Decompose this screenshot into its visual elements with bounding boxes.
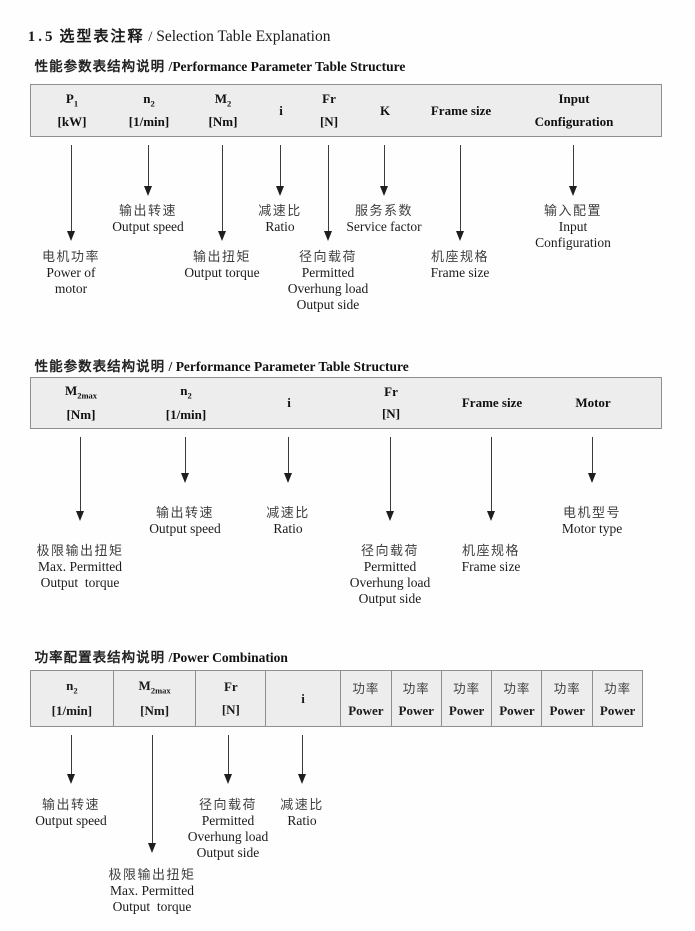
section1-heading: 性能参数表结构说明 /Performance Parameter Table S… bbox=[8, 37, 406, 94]
section3-heading-zh: 功率配置表结构说明 bbox=[34, 650, 166, 665]
section2-heading-zh: 性能参数表结构说明 bbox=[34, 359, 166, 374]
section2-heading: 性能参数表结构说明 / Performance Parameter Table … bbox=[8, 337, 409, 394]
down-arrow-n2 bbox=[67, 735, 75, 784]
col-fr: Fr[N] bbox=[319, 91, 339, 129]
title-separator: / bbox=[144, 29, 157, 45]
title-number: 1.5 bbox=[27, 29, 56, 45]
down-arrow-i bbox=[298, 735, 306, 784]
col-m2max: M2max[Nm] bbox=[64, 383, 98, 422]
col-fr: Fr[N] bbox=[381, 384, 401, 421]
col-m2: M2[Nm] bbox=[208, 90, 238, 130]
down-arrow-fr bbox=[224, 735, 232, 784]
down-arrow-p1 bbox=[67, 145, 75, 241]
col-i: i bbox=[265, 671, 340, 726]
section3-heading: 功率配置表结构说明 /Power Combination bbox=[8, 628, 288, 685]
col-n2: n2[1/min] bbox=[51, 678, 93, 718]
section1-heading-en: Performance Parameter Table Structure bbox=[172, 59, 406, 74]
col-n2: n2[1/min] bbox=[165, 383, 207, 422]
perf-table-2-header: M2max[Nm] n2[1/min] i Fr[N] Frame size M… bbox=[30, 377, 662, 429]
down-arrow-fr bbox=[324, 145, 332, 241]
perf-table-1-header: P1[kW] n2[1/min] M2[Nm] i Fr[N] K Frame … bbox=[30, 84, 662, 137]
title-zh: 选型表注释 bbox=[59, 28, 145, 45]
down-arrow-m2max bbox=[148, 735, 156, 853]
down-arrow-frame bbox=[487, 437, 495, 521]
col-k: K bbox=[379, 102, 391, 118]
down-arrow-m2max bbox=[76, 437, 84, 521]
col-n2: n2[1/min] bbox=[128, 90, 170, 130]
section2-heading-en: Performance Parameter Table Structure bbox=[175, 359, 409, 374]
col-fr: Fr[N] bbox=[195, 671, 265, 726]
col-p1: P1[kW] bbox=[57, 90, 87, 130]
down-arrow-input bbox=[569, 145, 577, 196]
col-frame-size: Frame size bbox=[461, 395, 523, 410]
down-arrow-k bbox=[380, 145, 388, 196]
down-arrow-i bbox=[276, 145, 284, 196]
col-m2max: M2max[Nm] bbox=[112, 671, 196, 726]
down-arrow-fr bbox=[386, 437, 394, 521]
section3-heading-en: Power Combination bbox=[172, 650, 288, 665]
section2-heading-separator: / bbox=[165, 359, 176, 374]
down-arrow-frame bbox=[456, 145, 464, 241]
col-i: i bbox=[287, 395, 291, 410]
down-arrow-i bbox=[284, 437, 292, 483]
title-en: Selection Table Explanation bbox=[156, 28, 331, 45]
down-arrow-m2 bbox=[218, 145, 226, 241]
section1-heading-separator: / bbox=[165, 59, 173, 74]
section1-heading-zh: 性能参数表结构说明 bbox=[34, 59, 166, 74]
col-frame-size: Frame size bbox=[430, 102, 492, 118]
down-arrow-n2 bbox=[181, 437, 189, 483]
col-motor: Motor bbox=[575, 395, 611, 410]
down-arrow-motor bbox=[588, 437, 596, 483]
col-i: i bbox=[279, 102, 283, 118]
down-arrow-n2 bbox=[144, 145, 152, 196]
section3-heading-separator: / bbox=[165, 650, 173, 665]
